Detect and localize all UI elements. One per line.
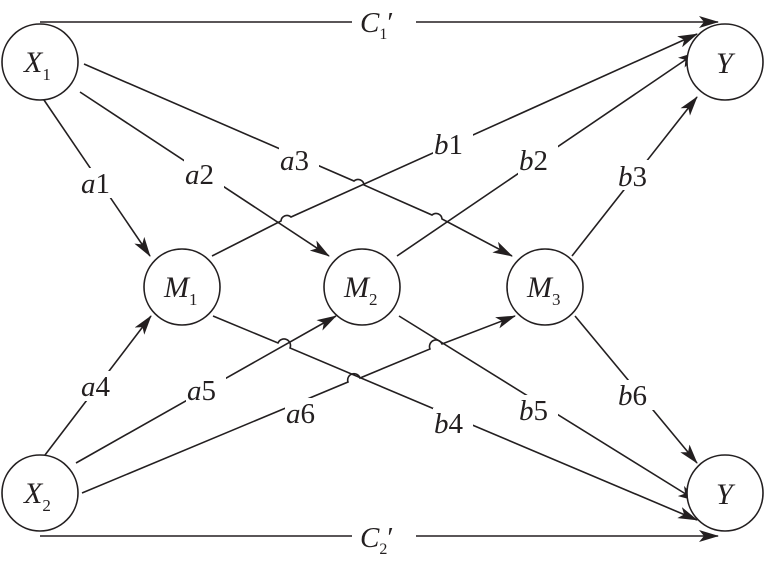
edge-b4 [212,315,698,521]
label-b1-num: 1 [449,129,464,161]
label-a5-letter: a [187,375,202,407]
label-b2-letter: b [519,145,534,177]
label-a1-num: 1 [96,168,111,200]
label-c1-sub: 1 [379,26,387,43]
label-c1: C1′ [360,7,394,43]
label-a2-letter: a [185,159,200,191]
label-b4-num: 4 [449,408,464,440]
node-m1-sub: 1 [189,290,198,309]
label-a2-num: 2 [200,159,215,191]
label-b1: b1 [434,129,463,161]
node-x1: X1 [1,23,79,101]
label-a2: a2 [185,159,214,191]
node-m2-main: M [343,271,371,304]
label-a5-num: 5 [202,375,217,407]
label-b5: b5 [519,395,548,427]
label-b3-num: 3 [633,161,648,193]
label-c2: C2′ [360,522,394,558]
label-a4-letter: a [81,371,96,403]
label-b5-letter: b [519,395,534,427]
node-y-bottom-main: Y [716,478,736,511]
label-b5-num: 5 [534,395,549,427]
label-b4-letter: b [434,408,449,440]
path-labels: C1′ C2′ a1 a2 a3 b1 b2 [80,3,657,558]
label-b6-letter: b [618,380,633,412]
label-a4: a4 [81,371,111,403]
node-m3-sub: 3 [552,290,561,309]
node-y-bottom: Y [686,454,764,532]
label-b6-num: 6 [633,380,648,412]
svg-text:M1: M1 [163,271,198,309]
label-b2: b2 [519,145,548,177]
label-b4: b4 [434,408,464,440]
node-m2-sub: 2 [369,290,378,309]
svg-text:M3: M3 [526,271,561,309]
label-c1-prime: ′ [387,7,393,39]
label-a6: a6 [286,398,315,430]
svg-text:X1: X1 [23,46,51,84]
node-x2-sub: 2 [42,496,51,515]
node-x2-main: X [23,477,44,510]
label-c2-sub: 2 [379,541,387,558]
svg-text:X2: X2 [23,477,51,515]
label-c2-letter: C [360,522,380,554]
label-b3-letter: b [618,161,633,193]
label-c1-letter: C [360,7,380,39]
label-b1-letter: b [434,129,449,161]
edge-a3 [83,63,513,257]
label-c2-prime: ′ [387,522,393,554]
node-x1-main: X [23,46,44,79]
node-y-top: Y [686,23,764,101]
label-a4-num: 4 [96,371,111,403]
node-m3-main: M [526,271,554,304]
label-a3: a3 [280,145,309,177]
node-m1: M1 [143,248,221,326]
label-a1-letter: a [81,168,96,200]
label-b3: b3 [618,161,647,193]
label-b6: b6 [618,380,647,412]
svg-text:M2: M2 [343,271,378,309]
label-a3-letter: a [280,145,295,177]
label-b2-num: 2 [534,145,549,177]
label-a3-num: 3 [295,145,310,177]
nodes: X1 X2 M1 M2 M3 [1,23,764,532]
node-y-top-main: Y [716,47,736,80]
label-a1: a1 [81,168,110,200]
node-m3: M3 [506,248,584,326]
edge-b1 [211,33,698,257]
label-a6-letter: a [286,398,301,430]
label-a6-num: 6 [301,398,316,430]
node-x1-sub: 1 [42,65,51,84]
node-m2: M2 [323,248,401,326]
label-a5: a5 [187,375,216,407]
node-m1-main: M [163,271,191,304]
node-x2: X2 [1,454,79,532]
